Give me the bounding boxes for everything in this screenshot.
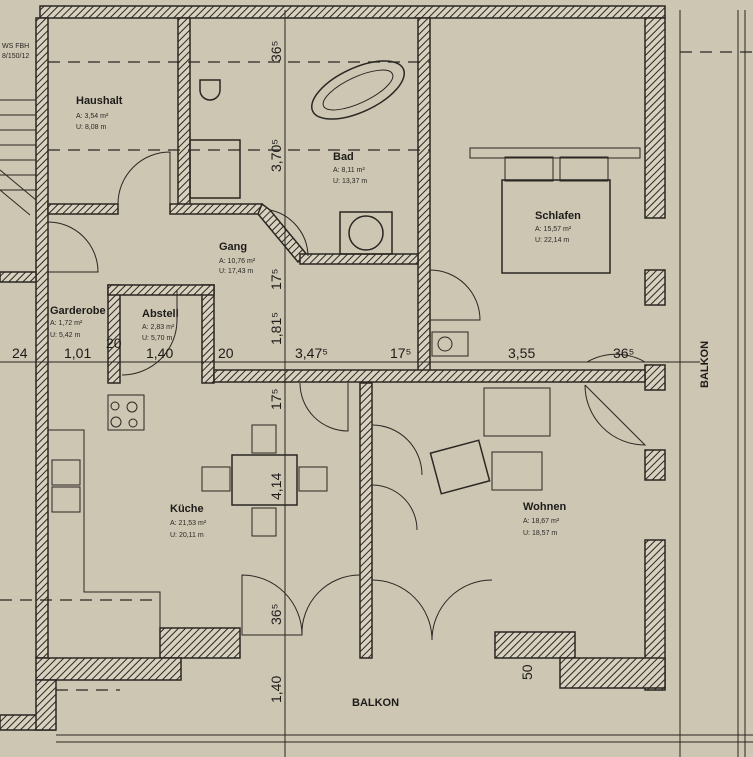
room-name: Schlafen [535, 210, 581, 222]
dimension-label: 4,14 [268, 473, 284, 500]
doors [47, 151, 647, 641]
dimension-label: 20 [218, 345, 234, 361]
dimension-label: 3,47⁵ [295, 345, 328, 361]
room-area: A: 1,72 m² [50, 320, 83, 327]
dimension-label: 17⁵ [268, 389, 284, 410]
room-abstell: Abstell A: 2,83 m² U: 5,70 m [142, 308, 179, 342]
room-perimeter: U: 13,37 m [333, 178, 367, 185]
stamp-line-1: WS FBH [2, 43, 29, 50]
dimension-label: 36⁵ [268, 604, 284, 625]
dimension-label: 36⁵ [268, 41, 284, 62]
dimension-lines [0, 10, 700, 757]
room-perimeter: U: 8,08 m [76, 124, 107, 131]
room-name: Küche [170, 503, 204, 515]
balcony-outlines [0, 10, 753, 757]
room-balkon-right: BALKON [699, 341, 711, 388]
horizontal-dimensions: 24 1,01 20 1,40 20 3,47⁵ 17⁵ 3,55 36⁵ [12, 335, 634, 361]
room-area: A: 10,76 m² [219, 258, 256, 265]
room-perimeter: U: 5,70 m [142, 335, 173, 342]
dimension-label: 50 [519, 664, 535, 680]
room-wohnen: Wohnen A: 18,67 m² U: 18,57 m [523, 501, 566, 537]
room-garderobe: Garderobe A: 1,72 m² U: 5,42 m [50, 305, 106, 339]
dimension-label: 3,55 [508, 345, 535, 361]
room-area: A: 2,83 m² [142, 324, 175, 331]
dimension-label: 36⁵ [613, 345, 634, 361]
staircase [0, 99, 37, 216]
room-perimeter: U: 5,42 m [50, 332, 81, 339]
room-area: A: 18,67 m² [523, 518, 560, 525]
room-kueche: Küche A: 21,53 m² U: 20,11 m [170, 503, 207, 539]
dimension-label: 24 [12, 345, 28, 361]
room-gang: Gang A: 10,76 m² U: 17,43 m [219, 241, 256, 275]
room-perimeter: U: 20,11 m [170, 532, 204, 539]
walls [0, 5, 666, 731]
room-perimeter: U: 17,43 m [219, 268, 253, 275]
room-name: Wohnen [523, 501, 566, 513]
room-bad: Bad A: 8,11 m² U: 13,37 m [333, 151, 367, 185]
room-name: Gang [219, 241, 247, 253]
dimension-label: 1,40 [268, 676, 284, 703]
room-area: A: 15,57 m² [535, 226, 572, 233]
furniture [48, 60, 641, 650]
room-perimeter: U: 22,14 m [535, 237, 569, 244]
room-name: Garderobe [50, 305, 106, 317]
dimension-label: 1,01 [64, 345, 91, 361]
room-haushalt: Haushalt A: 3,54 m² U: 8,08 m [76, 95, 123, 131]
room-balkon-bottom: BALKON [352, 697, 399, 709]
dimension-label: 20 [106, 335, 122, 351]
dimension-label: 17⁵ [390, 345, 411, 361]
room-name: Bad [333, 151, 354, 163]
room-area: A: 3,54 m² [76, 113, 109, 120]
dimension-label: 1,81⁵ [268, 312, 284, 345]
room-schlafen: Schlafen A: 15,57 m² U: 22,14 m [535, 210, 581, 244]
dimension-label: 3,70⁵ [268, 139, 284, 172]
room-perimeter: U: 18,57 m [523, 530, 557, 537]
dimension-label: 17⁵ [268, 269, 284, 290]
room-area: A: 21,53 m² [170, 520, 207, 527]
room-name: Abstell [142, 308, 179, 320]
room-name: Haushalt [76, 95, 123, 107]
room-area: A: 8,11 m² [333, 167, 365, 174]
stamp-line-2: 8/150/12 [2, 53, 29, 60]
dimension-label: 1,40 [146, 345, 173, 361]
vertical-dimensions: 36⁵ 3,70⁵ 17⁵ 1,81⁵ 17⁵ 4,14 36⁵ 1,40 50 [268, 41, 535, 703]
